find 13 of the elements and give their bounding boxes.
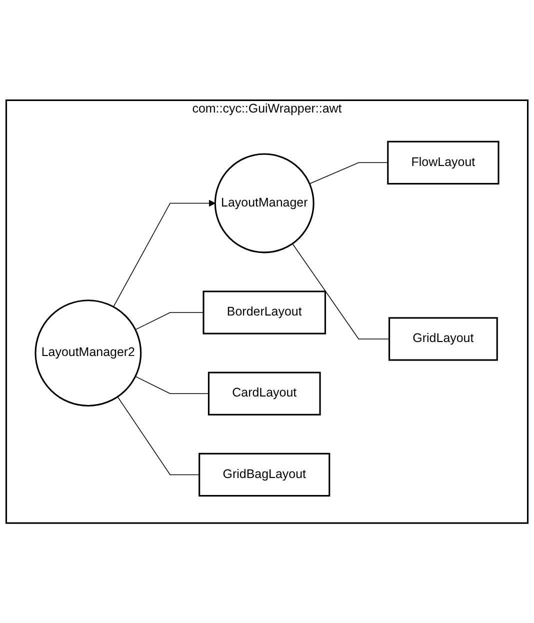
node-circle: LayoutManager2: [34, 299, 142, 406]
connector: [135, 312, 204, 330]
connector: [135, 376, 210, 394]
arrow: [113, 200, 216, 308]
node-box: CardLayout: [208, 372, 321, 416]
node-box: FlowLayout: [387, 140, 500, 184]
connector: [117, 396, 200, 475]
node-circle: LayoutManager: [214, 153, 314, 254]
node-box: GridBagLayout: [198, 452, 330, 496]
node-box: BorderLayout: [202, 290, 326, 334]
connector: [309, 162, 388, 184]
node-box: GridLayout: [388, 316, 498, 361]
connector: [292, 243, 390, 340]
